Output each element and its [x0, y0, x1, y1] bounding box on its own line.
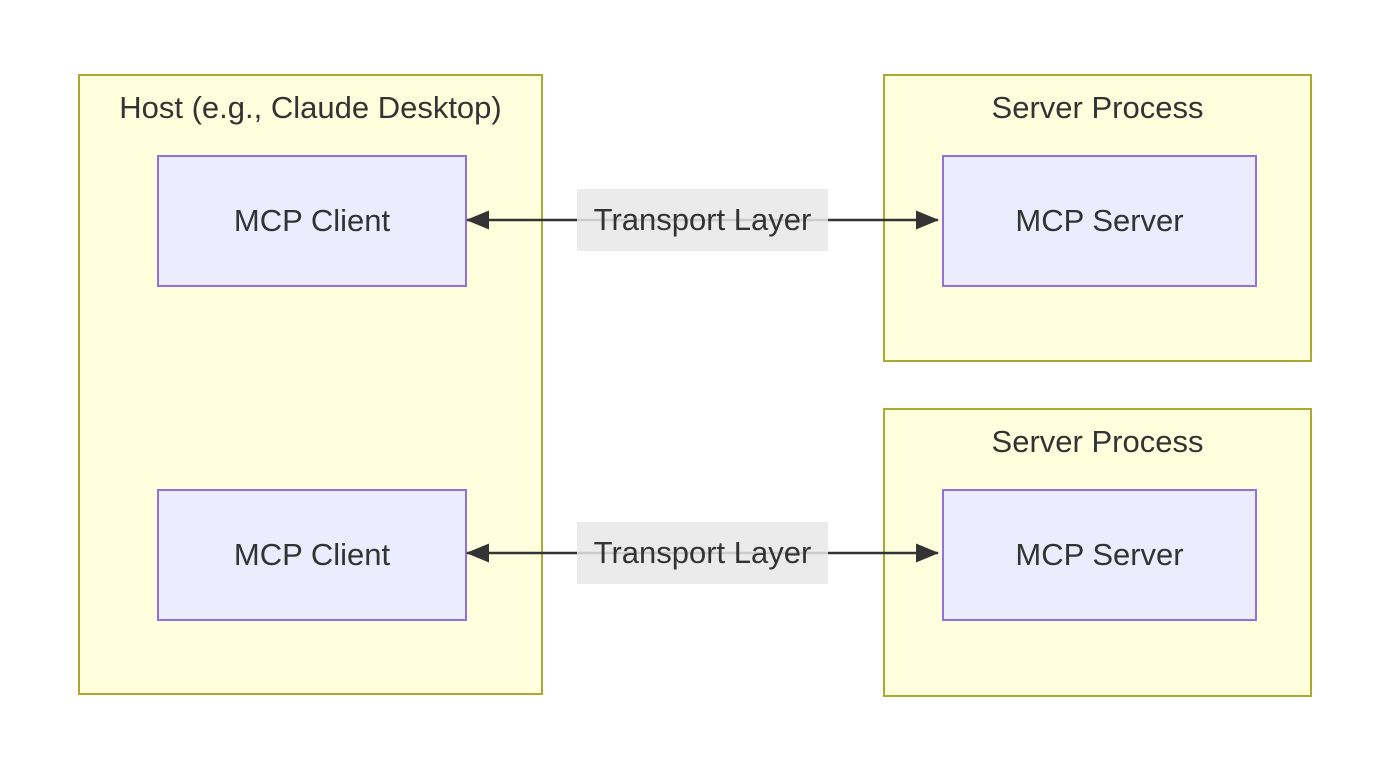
mcp-client-node-1: MCP Client	[157, 155, 467, 287]
mcp-server-node-1: MCP Server	[942, 155, 1257, 287]
host-cluster-title: Host (e.g., Claude Desktop)	[119, 90, 502, 125]
mcp-server-label-1: MCP Server	[1015, 203, 1184, 238]
server-process-cluster-2: Server Process MCP Server	[883, 408, 1312, 697]
transport-layer-label-1: Transport Layer	[577, 189, 828, 251]
server-process-cluster-1: Server Process MCP Server	[883, 74, 1312, 362]
server-process-title-2: Server Process	[991, 424, 1204, 459]
mcp-client-label-2: MCP Client	[233, 537, 391, 572]
mcp-client-label-1: MCP Client	[233, 203, 391, 238]
transport-layer-label-2: Transport Layer	[577, 522, 828, 584]
mcp-client-node-2: MCP Client	[157, 489, 467, 621]
mcp-server-node-2: MCP Server	[942, 489, 1257, 621]
host-cluster: Host (e.g., Claude Desktop) MCP Client M…	[78, 74, 543, 695]
server-process-title-1: Server Process	[991, 90, 1204, 125]
mcp-server-label-2: MCP Server	[1015, 537, 1184, 572]
